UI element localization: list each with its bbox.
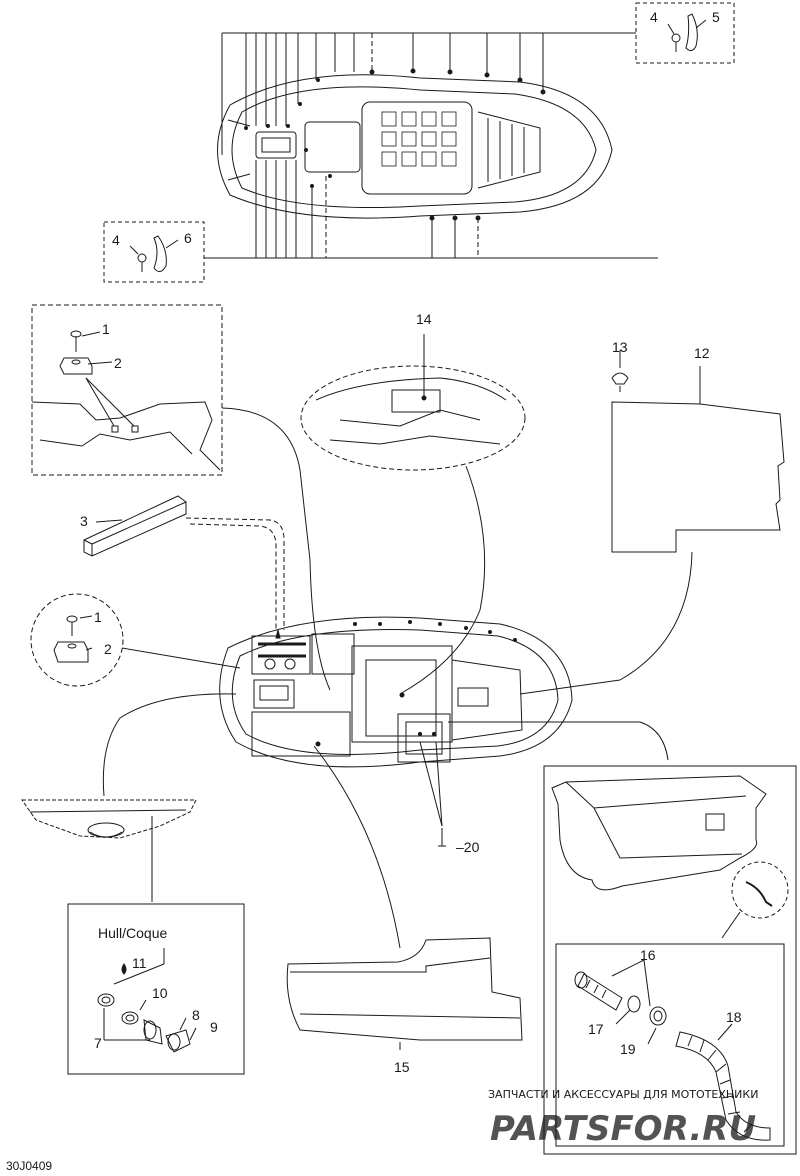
hull-coque-label: Hull/Coque (98, 925, 167, 941)
callout-11: 11 (132, 955, 147, 971)
clip-inset-box-lower (103, 221, 205, 283)
callout-2-inset: 2 (114, 355, 122, 371)
inset-storage-oval (300, 334, 526, 471)
clip-inset-box-upper (635, 2, 735, 64)
callout-19: 19 (620, 1041, 636, 1057)
callout-2-circle: 2 (104, 641, 112, 657)
watermark: ЗАПЧАСТИ И АКСЕССУАРЫ ДЛЯ МОТОТЕХНИКИ PA… (488, 1088, 758, 1149)
part-15-cover (286, 937, 523, 1050)
callout-16: 16 (640, 947, 656, 963)
hull-drain-plug-box (67, 903, 245, 1075)
callout-14: 14 (416, 311, 432, 327)
callout-18: 18 (726, 1009, 742, 1025)
callout-3: 3 (80, 513, 88, 529)
callout-labels: 4 5 4 6 1 2 14 13 12 3 1 2 –20 Hull/Coqu… (6, 9, 742, 1173)
callout-8: 8 (192, 1007, 200, 1023)
callout-1-circle: 1 (94, 609, 102, 625)
callout-1-inset: 1 (102, 321, 110, 337)
vent-hose-assembly (574, 959, 771, 1141)
callout-7: 7 (94, 1035, 102, 1051)
callout-10: 10 (152, 985, 168, 1001)
watermark-logo: PARTSFOR.RU (490, 1109, 756, 1149)
access-panel (611, 350, 785, 553)
figure-code: 30J0409 (6, 1159, 52, 1173)
storage-bin-box (543, 765, 797, 1155)
callout-12: 12 (694, 345, 710, 361)
inset-fastener-pads (31, 304, 223, 476)
callout-13: 13 (612, 339, 628, 355)
callout-9: 9 (210, 1019, 218, 1035)
hull-bottom-section (21, 799, 197, 902)
callout-5: 5 (712, 9, 720, 25)
inset-fastener-circle (30, 593, 124, 687)
callout-17: 17 (588, 1021, 604, 1037)
callout-15: 15 (394, 1059, 410, 1075)
callout-4-lower: 4 (112, 232, 120, 248)
watermark-tagline: ЗАПЧАСТИ И АКСЕССУАРЫ ДЛЯ МОТОТЕХНИКИ (488, 1088, 758, 1101)
center-deck-view (102, 407, 693, 949)
top-deck-view (204, 32, 658, 259)
foam-bar-part-3 (83, 495, 187, 557)
callout-6: 6 (184, 230, 192, 246)
callout-20: –20 (456, 839, 480, 855)
callout-4-upper: 4 (650, 9, 658, 25)
